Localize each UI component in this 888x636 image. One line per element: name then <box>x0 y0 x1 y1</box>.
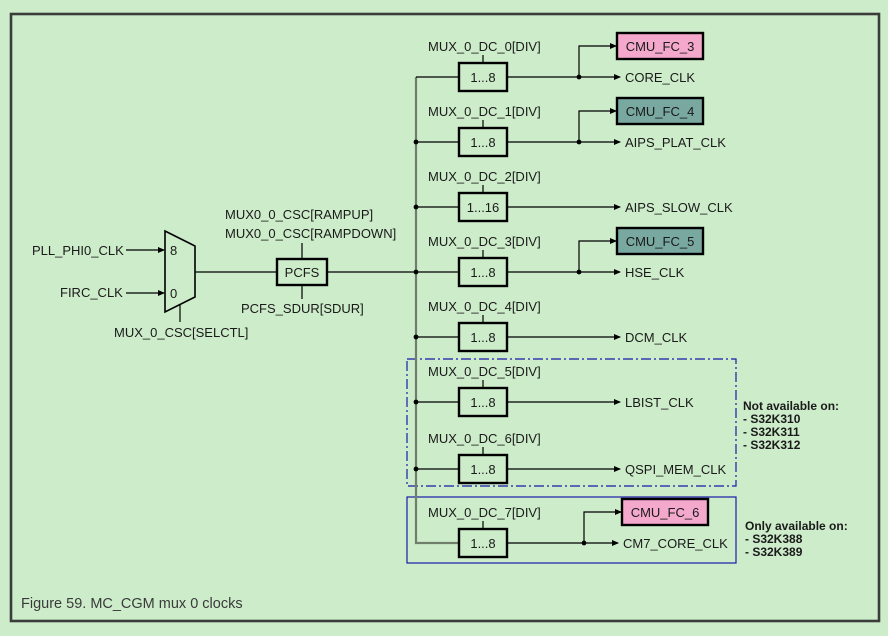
cmu-monitor-block <box>615 96 705 126</box>
pcfs-ctrl-sdur: PCFS_SDUR[SDUR] <box>241 301 364 316</box>
pcfs-ctrl-rampdown: MUX0_0_CSC[RAMPDOWN] <box>225 226 396 241</box>
output-clock-label: LBIST_CLK <box>625 395 694 410</box>
divider-stage: MUX_0_DC_3[DIV] 1...8 HSE_CLK CMU_FC_5 <box>413 226 705 288</box>
divider-range-label: 1...8 <box>470 536 495 551</box>
divider-register-label: MUX_0_DC_5[DIV] <box>428 364 541 379</box>
divider-range-label: 1...8 <box>470 395 495 410</box>
note-only-available-title: Only available on: <box>745 519 848 533</box>
monitor-branch-wire <box>578 238 617 272</box>
cmu-monitor-label: CMU_FC_4 <box>626 104 695 119</box>
mux-0 <box>164 229 196 314</box>
monitor-branch-wire <box>583 509 622 543</box>
divider-stage: MUX_0_DC_1[DIV] 1...8 AIPS_PLAT_CLK CMU_FC_… <box>413 96 726 158</box>
cmu-monitor-block <box>615 226 705 256</box>
divider-register-label: MUX_0_DC_4[DIV] <box>428 299 541 314</box>
pcfs-block <box>275 257 329 287</box>
mux-port-8: 8 <box>170 243 177 258</box>
input-label-firc-clk: FIRC_CLK <box>60 285 123 300</box>
pcfs-ctrl-rampup: MUX0_0_CSC[RAMPUP] <box>225 207 373 222</box>
output-clock-label: AIPS_SLOW_CLK <box>625 200 733 215</box>
cmu-monitor-label: CMU_FC_5 <box>626 234 695 249</box>
note-only-available: Only available on: - S32K388 - S32K389 <box>745 519 848 559</box>
divider-range-label: 1...8 <box>470 265 495 280</box>
output-clock-label: QSPI_MEM_CLK <box>625 462 726 477</box>
output-clock-label: AIPS_PLAT_CLK <box>625 135 726 150</box>
divider-block <box>457 453 509 485</box>
cmu-monitor-block <box>615 31 705 61</box>
output-clock-label: HSE_CLK <box>625 265 685 280</box>
divider-stage: MUX_0_DC_5[DIV] 1...8 LBIST_CLK <box>413 364 694 418</box>
figure-frame <box>9 12 881 623</box>
divider-register-label: MUX_0_DC_1[DIV] <box>428 104 541 119</box>
pcfs-label: PCFS <box>285 265 320 280</box>
cmu-monitor-label: CMU_FC_3 <box>626 39 695 54</box>
cmu-monitor-label: CMU_FC_6 <box>631 505 700 520</box>
clock-bus <box>414 77 459 545</box>
divider-register-label: MUX_0_DC_7[DIV] <box>428 505 541 520</box>
note-only-available-item: - S32K389 <box>745 545 803 559</box>
output-clock-label: CORE_CLK <box>625 70 695 85</box>
divider-range-label: 1...8 <box>470 135 495 150</box>
divider-stage: MUX_0_DC_4[DIV] 1...8 DCM_CLK <box>413 299 687 353</box>
group-box-not-available <box>406 358 737 487</box>
output-clock-label: DCM_CLK <box>625 330 687 345</box>
note-not-available: Not available on: - S32K310 - S32K311 - … <box>743 399 839 452</box>
divider-block <box>457 126 509 158</box>
cmu-monitor-block <box>620 497 710 527</box>
divider-range-label: 1...16 <box>467 200 500 215</box>
divider-stage: MUX_0_DC_6[DIV] 1...8 QSPI_MEM_CLK <box>413 431 726 485</box>
mux-select-label: MUX_0_CSC[SELCTL] <box>114 325 248 340</box>
group-box-only-available <box>406 496 737 564</box>
divider-register-label: MUX_0_DC_3[DIV] <box>428 234 541 249</box>
output-clock-label: CM7_CORE_CLK <box>623 536 728 551</box>
monitor-branch-wire <box>578 43 617 77</box>
divider-register-label: MUX_0_DC_2[DIV] <box>428 169 541 184</box>
divider-block <box>457 191 509 223</box>
divider-range-label: 1...8 <box>470 70 495 85</box>
figure-caption: Figure 59. MC_CGM mux 0 clocks <box>21 596 243 612</box>
note-only-available-item: - S32K388 <box>745 532 803 546</box>
divider-stage: MUX_0_DC_7[DIV] 1...8 CM7_CORE_CLK CMU_FC_6 <box>428 497 728 559</box>
input-label-pll-phi0-clk: PLL_PHI0_CLK <box>32 243 124 258</box>
note-not-available-item: - S32K312 <box>743 438 801 452</box>
monitor-branch-wire <box>578 108 617 142</box>
divider-block <box>457 321 509 353</box>
divider-register-label: MUX_0_DC_6[DIV] <box>428 431 541 446</box>
mux-port-0: 0 <box>170 286 177 301</box>
divider-register-label: MUX_0_DC_0[DIV] <box>428 39 541 54</box>
divider-stage: MUX_0_DC_0[DIV] 1...8 CORE_CLK CMU_FC_3 <box>416 31 705 93</box>
divider-stage: MUX_0_DC_2[DIV] 1...16 AIPS_SLOW_CLK <box>413 169 733 223</box>
divider-range-label: 1...8 <box>470 462 495 477</box>
note-not-available-title: Not available on: <box>743 399 839 413</box>
divider-range-label: 1...8 <box>470 330 495 345</box>
note-not-available-item: - S32K311 <box>743 425 800 439</box>
divider-block <box>457 256 509 288</box>
note-not-available-item: - S32K310 <box>743 412 801 426</box>
